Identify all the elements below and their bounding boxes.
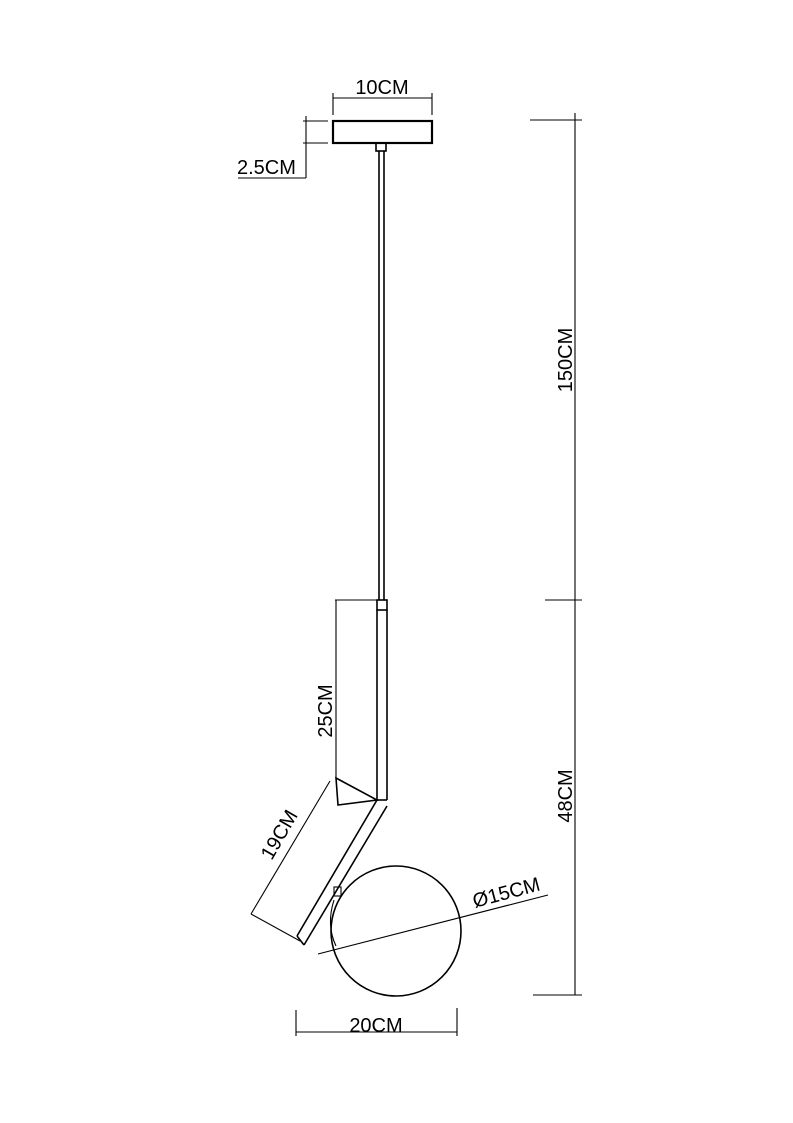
lower-arm [296,799,388,946]
dim-cable-length-label: 150CM [555,328,577,392]
dim-canopy-width: 10CM [332,77,433,115]
dim-arm-upper-label: 25CM [315,684,337,737]
canopy [331,119,434,152]
dim-fixture-height: 48CM [533,600,582,996]
dim-arm-lower: 19CM [250,780,331,942]
dim-canopy-height-label: 2.5CM [237,157,296,179]
dim-canopy-height: 2.5CM [237,116,328,179]
dim-canopy-width-label: 10CM [355,77,408,99]
dim-globe-diameter-label: Ø15CM [470,874,542,913]
dim-fixture-height-label: 48CM [555,769,577,822]
dim-globe-diameter: Ø15CM [317,874,549,955]
elbow-joint [335,776,387,806]
dim-arm-upper: 25CM [315,599,377,778]
suspension-cable [378,151,385,600]
globe-shade [329,865,462,997]
dim-overall-width: 20CM [295,1008,458,1037]
dim-cable-length: 150CM [530,113,582,601]
dim-overall-width-label: 20CM [349,1015,402,1037]
upper-arm [376,599,388,800]
dim-arm-lower-label: 19CM [257,806,303,863]
